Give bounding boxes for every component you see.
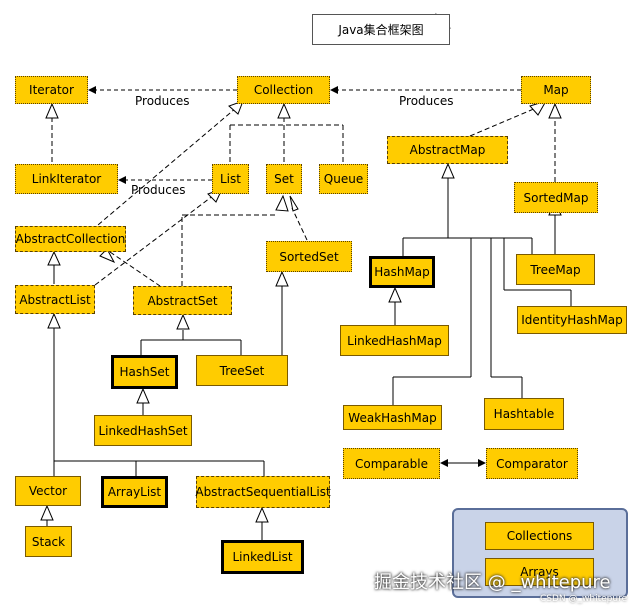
diagram-title: Java集合框架图 <box>312 14 450 45</box>
node-set: Set <box>266 164 302 194</box>
node-linked-hash-map: LinkedHashMap <box>340 325 449 356</box>
extends-edges <box>46 164 572 540</box>
node-tree-map: TreeMap <box>516 254 595 285</box>
produces-label-list: Produces <box>131 183 186 197</box>
implements-edges <box>51 107 556 287</box>
node-hash-map: HashMap <box>369 256 435 288</box>
node-hashtable: Hashtable <box>484 398 564 430</box>
node-sorted-set: SortedSet <box>266 241 352 272</box>
node-vector: Vector <box>15 476 81 506</box>
produces-label-map: Produces <box>399 94 454 108</box>
node-comparator: Comparator <box>486 448 578 479</box>
produces-label-iterator: Produces <box>135 94 190 108</box>
node-queue: Queue <box>319 164 368 194</box>
node-link-iterator: LinkIterator <box>15 164 118 194</box>
node-linked-list: LinkedList <box>221 540 304 574</box>
node-map: Map <box>521 76 591 104</box>
node-comparable: Comparable <box>343 448 440 479</box>
node-abstract-sequential-list: AbstractSequentialList <box>195 476 331 508</box>
node-iterator: Iterator <box>15 76 88 104</box>
node-hash-set: HashSet <box>111 355 178 389</box>
node-collections: Collections <box>485 522 594 550</box>
node-identity-hash-map: IdentityHashMap <box>517 306 627 334</box>
node-abstract-list: AbstractList <box>15 285 95 314</box>
node-list: List <box>212 164 249 194</box>
node-arrays: Arrays <box>485 558 594 586</box>
node-abstract-set: AbstractSet <box>133 286 232 315</box>
node-linked-hash-set: LinkedHashSet <box>94 415 192 446</box>
node-collection: Collection <box>237 76 330 104</box>
node-weak-hash-map: WeakHashMap <box>343 405 442 430</box>
node-stack: Stack <box>25 526 72 557</box>
node-array-list: ArrayList <box>101 476 168 508</box>
watermark: 掘金技术社区 @ _whitepure <box>374 572 611 593</box>
node-tree-set: TreeSet <box>196 355 288 386</box>
produces-edges <box>88 86 521 184</box>
watermark-sub: CSDN @_whitepure <box>540 594 628 604</box>
node-sorted-map: SortedMap <box>514 182 598 213</box>
node-abstract-map: AbstractMap <box>387 136 508 164</box>
node-abstract-collection: AbstractCollection <box>15 226 126 252</box>
